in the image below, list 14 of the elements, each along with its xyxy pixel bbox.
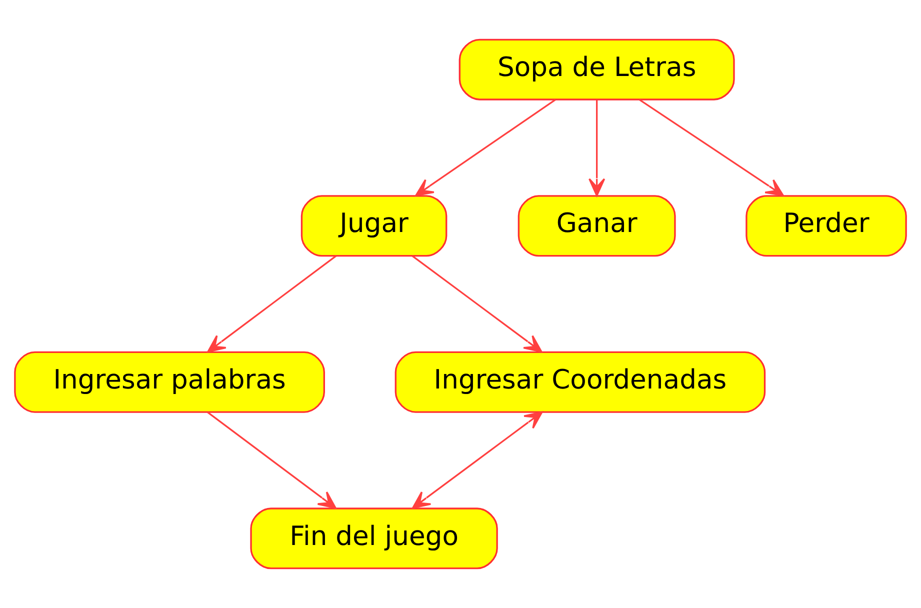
node-box: Jugar bbox=[300, 195, 448, 257]
node-box: Ganar bbox=[518, 195, 676, 257]
node-box: Ingresar palabras bbox=[14, 351, 325, 413]
arrow bbox=[415, 98, 556, 196]
arrow bbox=[207, 412, 336, 509]
arrow bbox=[638, 98, 784, 196]
node-box: Fin del juego bbox=[250, 508, 498, 570]
arrow bbox=[412, 411, 543, 509]
arrow bbox=[588, 100, 606, 196]
node-box: Perder bbox=[746, 195, 907, 257]
arrow bbox=[207, 255, 337, 353]
node-box: Ingresar Coordenadas bbox=[394, 351, 766, 413]
arrow bbox=[412, 255, 542, 353]
node-box: Sopa de Letras bbox=[458, 38, 735, 100]
